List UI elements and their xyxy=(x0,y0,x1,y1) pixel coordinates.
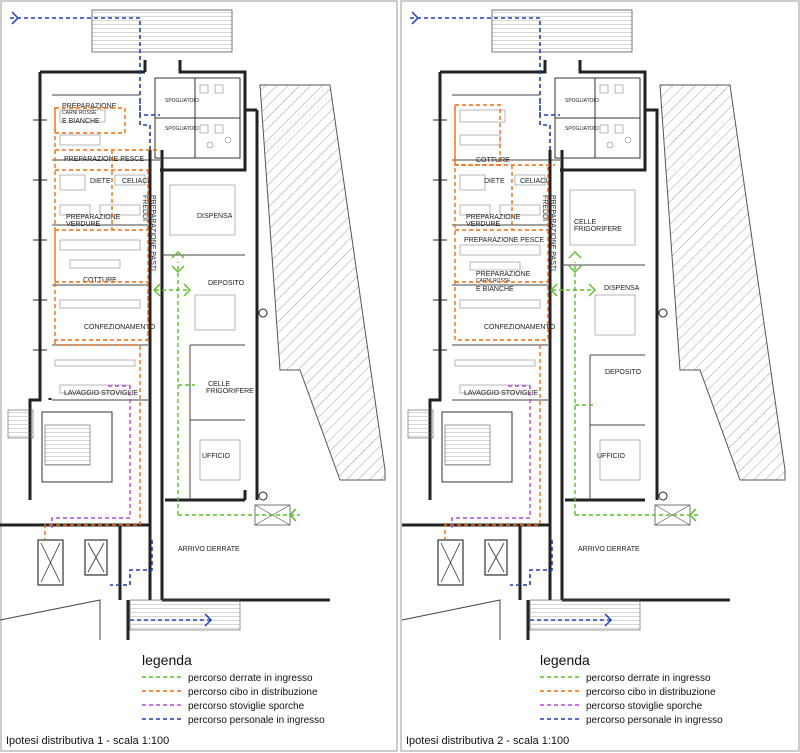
room-label: CARNI ROSSE xyxy=(476,278,511,284)
legend-item: percorso stoviglie sporche xyxy=(188,701,305,712)
room-label: E BIANCHE xyxy=(62,118,100,125)
room-label: ARRIVO DERRATE xyxy=(578,546,640,553)
legend-item: percorso cibo in distribuzione xyxy=(188,687,318,698)
room-label: UFFICIO xyxy=(202,453,231,460)
legend-item: percorso derrate in ingresso xyxy=(188,673,313,684)
room-label: CELIACI xyxy=(122,178,149,185)
room-label: DEPOSITO xyxy=(605,369,642,376)
room-label: DEPOSITO xyxy=(208,280,245,287)
room-label: VERDURE xyxy=(66,221,101,228)
room-label: CARNI ROSSE xyxy=(62,110,97,116)
room-label: E BIANCHE xyxy=(476,286,514,293)
legend-item: percorso personale in ingresso xyxy=(188,715,325,726)
room-label-vertical: PREPARAZIONE PASTI xyxy=(549,195,556,271)
room-label-vertical: PREPARAZIONE PASTI xyxy=(149,195,156,271)
room-label: PREPARAZIONE xyxy=(66,214,121,221)
legend-item: percorso derrate in ingresso xyxy=(586,673,711,684)
room-label: FRIGORIFERE xyxy=(574,226,622,233)
room-label: COTTURE xyxy=(83,277,117,284)
legend-item: percorso stoviglie sporche xyxy=(586,701,703,712)
room-label: SPOGLIATOIO xyxy=(165,98,199,104)
room-label: SPOGLIATOIO xyxy=(165,126,199,132)
room-label: CONFEZIONAMENTO xyxy=(484,324,556,331)
room-label: CELLE xyxy=(574,219,597,226)
plan1-caption: Ipotesi distributiva 1 - scala 1:100 xyxy=(6,735,169,747)
legend-item: percorso cibo in distribuzione xyxy=(586,687,716,698)
hatched-area xyxy=(659,84,786,481)
room-label: ARRIVO DERRATE xyxy=(178,546,240,553)
room-label: CONFEZIONAMENTO xyxy=(84,324,156,331)
plan2-frame xyxy=(400,0,800,752)
room-label-vertical: FREDDI xyxy=(141,195,148,221)
room-label: SPOGLIATOIO xyxy=(565,98,599,104)
hatched-area xyxy=(259,84,386,481)
room-label: DISPENSA xyxy=(604,285,640,292)
legend-title: legenda xyxy=(540,652,590,668)
room-label: CELLE xyxy=(208,381,231,388)
room-label: UFFICIO xyxy=(597,453,626,460)
room-label: PREPARAZIONE PESCE xyxy=(64,156,144,163)
room-label: FRIGORIFERE xyxy=(206,388,254,395)
room-label: VERDURE xyxy=(466,221,501,228)
room-label: DIETE xyxy=(484,178,505,185)
top-staircase xyxy=(91,9,233,53)
plan2-floorplan: COTTURE DIETE CELIACI PREPARAZIONE VERDU… xyxy=(401,9,786,747)
plan1-frame xyxy=(0,0,398,752)
room-label: PREPARAZIONE xyxy=(476,271,531,278)
legend-item: percorso personale in ingresso xyxy=(586,715,723,726)
room-label: CELIACI xyxy=(520,178,547,185)
room-label: PREPARAZIONE xyxy=(62,103,117,110)
room-label: LAVAGGIO STOVIGLIE xyxy=(64,390,138,397)
room-label: SPOGLIATOIO xyxy=(565,126,599,132)
room-label: PREPARAZIONE PESCE xyxy=(464,237,544,244)
room-label: DISPENSA xyxy=(197,213,233,220)
room-label: PREPARAZIONE xyxy=(466,214,521,221)
room-label: COTTURE xyxy=(476,157,510,164)
room-label: DIETE xyxy=(90,178,111,185)
legend-title: legenda xyxy=(142,652,192,668)
room-label: LAVAGGIO STOVIGLIE xyxy=(464,390,538,397)
top-staircase xyxy=(491,9,633,53)
room-label-vertical: FREDDI xyxy=(541,195,548,221)
plan2-caption: Ipotesi distributiva 2 - scala 1:100 xyxy=(406,735,569,747)
plan1-floorplan: PREPARAZIONE CARNI ROSSE E BIANCHE PREPA… xyxy=(0,9,386,747)
